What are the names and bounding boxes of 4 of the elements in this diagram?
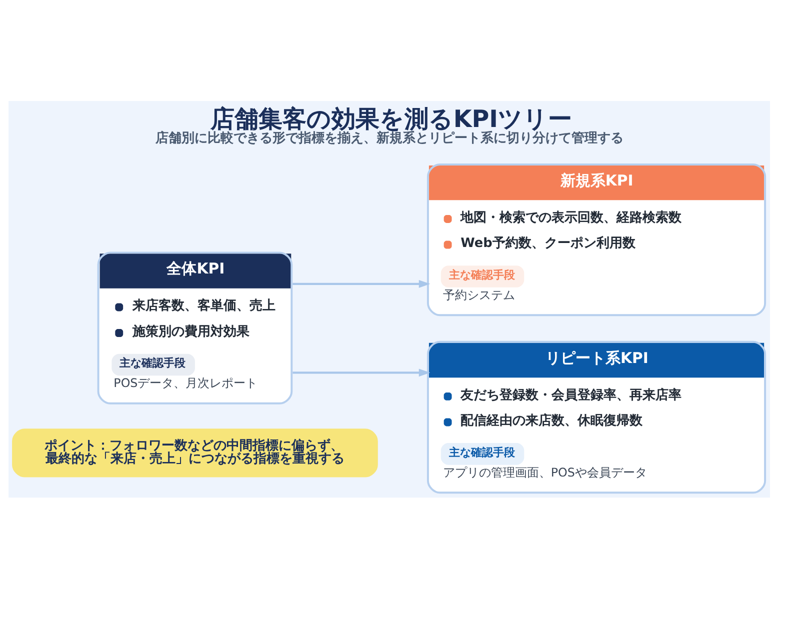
node-box: ポイント：フォロワー数などの中間指標に偏らず、最終的な「来店・売上」につながる指標を重視する <box>12 428 378 478</box>
arrow <box>292 368 430 377</box>
arrow <box>292 280 430 288</box>
caption: 店舗別に比較できる形で指標を揃え、新規系とリピート系に切り分けて管理する <box>155 131 624 146</box>
